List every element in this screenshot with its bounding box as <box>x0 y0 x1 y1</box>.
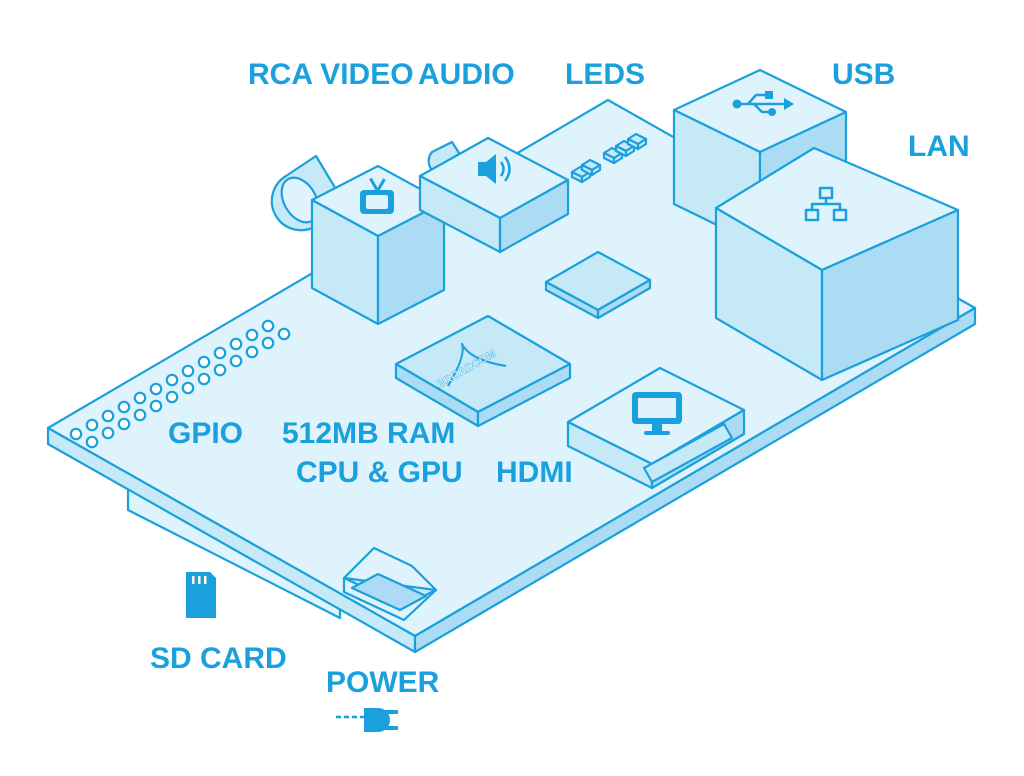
power-plug-icon <box>336 708 398 732</box>
power-connector <box>342 546 438 622</box>
label-power: POWER <box>326 666 440 699</box>
monitor-icon <box>632 392 682 435</box>
label-sd-card: SD CARD <box>150 642 287 675</box>
sd-card-icon <box>186 572 216 618</box>
speaker-icon <box>478 154 511 184</box>
label-lan: LAN <box>908 130 970 163</box>
label-ram: 512MB RAM <box>282 417 455 450</box>
label-hdmi: HDMI <box>496 456 573 489</box>
label-usb: USB <box>832 58 895 91</box>
ethernet-controller-chip <box>544 250 652 320</box>
gpio-pins <box>69 319 291 449</box>
network-icon <box>804 186 848 222</box>
label-cpu-gpu: CPU & GPU <box>296 456 463 489</box>
label-gpio: GPIO <box>168 417 243 450</box>
status-leds <box>570 132 648 184</box>
label-audio: AUDIO <box>418 58 515 91</box>
label-rca-video: RCA VIDEO <box>248 58 414 91</box>
label-leds: LEDS <box>565 58 645 91</box>
usb-icon <box>732 91 794 116</box>
rca-video-jack <box>270 154 446 326</box>
broadcom-soc-chip <box>394 314 572 428</box>
tv-icon <box>360 177 394 214</box>
